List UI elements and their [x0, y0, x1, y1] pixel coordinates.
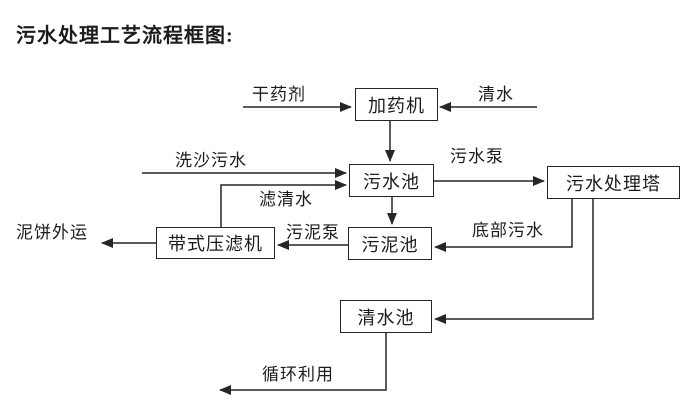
edge-treatment-tower-to-clean-water-pool: [434, 198, 594, 324]
edge-filtered-water-to-sewage-pool: [220, 180, 347, 227]
node-dosing-machine-label: 加药机: [368, 95, 425, 116]
node-sludge-pool: 污泥池: [348, 227, 432, 260]
node-treatment-tower: 污水处理塔: [547, 166, 680, 199]
edge-clean-water-pool-to-recycle: [219, 332, 387, 395]
node-sewage-pool: 污水池: [349, 164, 434, 197]
edge-treatment-tower-to-sludge-pool: [434, 198, 573, 252]
edge-label-sludge-pump: 污泥泵: [286, 223, 340, 242]
edge-label-mud-cake-out: 泥饼外运: [16, 223, 88, 242]
edge-label-filtered-water: 滤清水: [259, 190, 313, 209]
edge-label-bottom-sewage: 底部污水: [472, 221, 544, 240]
page-title: 污水处理工艺流程框图:: [16, 25, 234, 47]
node-sewage-pool-label: 污水池: [363, 171, 420, 192]
node-belt-filter-press-label: 带式压滤机: [168, 234, 263, 254]
edge-label-clean-water: 清水: [478, 85, 514, 104]
edge-label-sand-wash-sewage: 洗沙污水: [175, 151, 247, 170]
edge-label-recycle-use: 循环利用: [262, 365, 334, 384]
node-dosing-machine: 加药机: [355, 88, 438, 121]
node-treatment-tower-label: 污水处理塔: [566, 173, 661, 194]
node-clean-water-pool-label: 清水池: [357, 307, 415, 328]
edge-label-dry-agent: 干药剂: [252, 85, 306, 104]
node-clean-water-pool: 清水池: [340, 300, 432, 333]
node-sludge-pool-label: 污泥池: [361, 234, 419, 255]
edge-label-sewage-pump: 污水泵: [450, 147, 504, 166]
node-belt-filter-press: 带式压滤机: [156, 227, 275, 259]
